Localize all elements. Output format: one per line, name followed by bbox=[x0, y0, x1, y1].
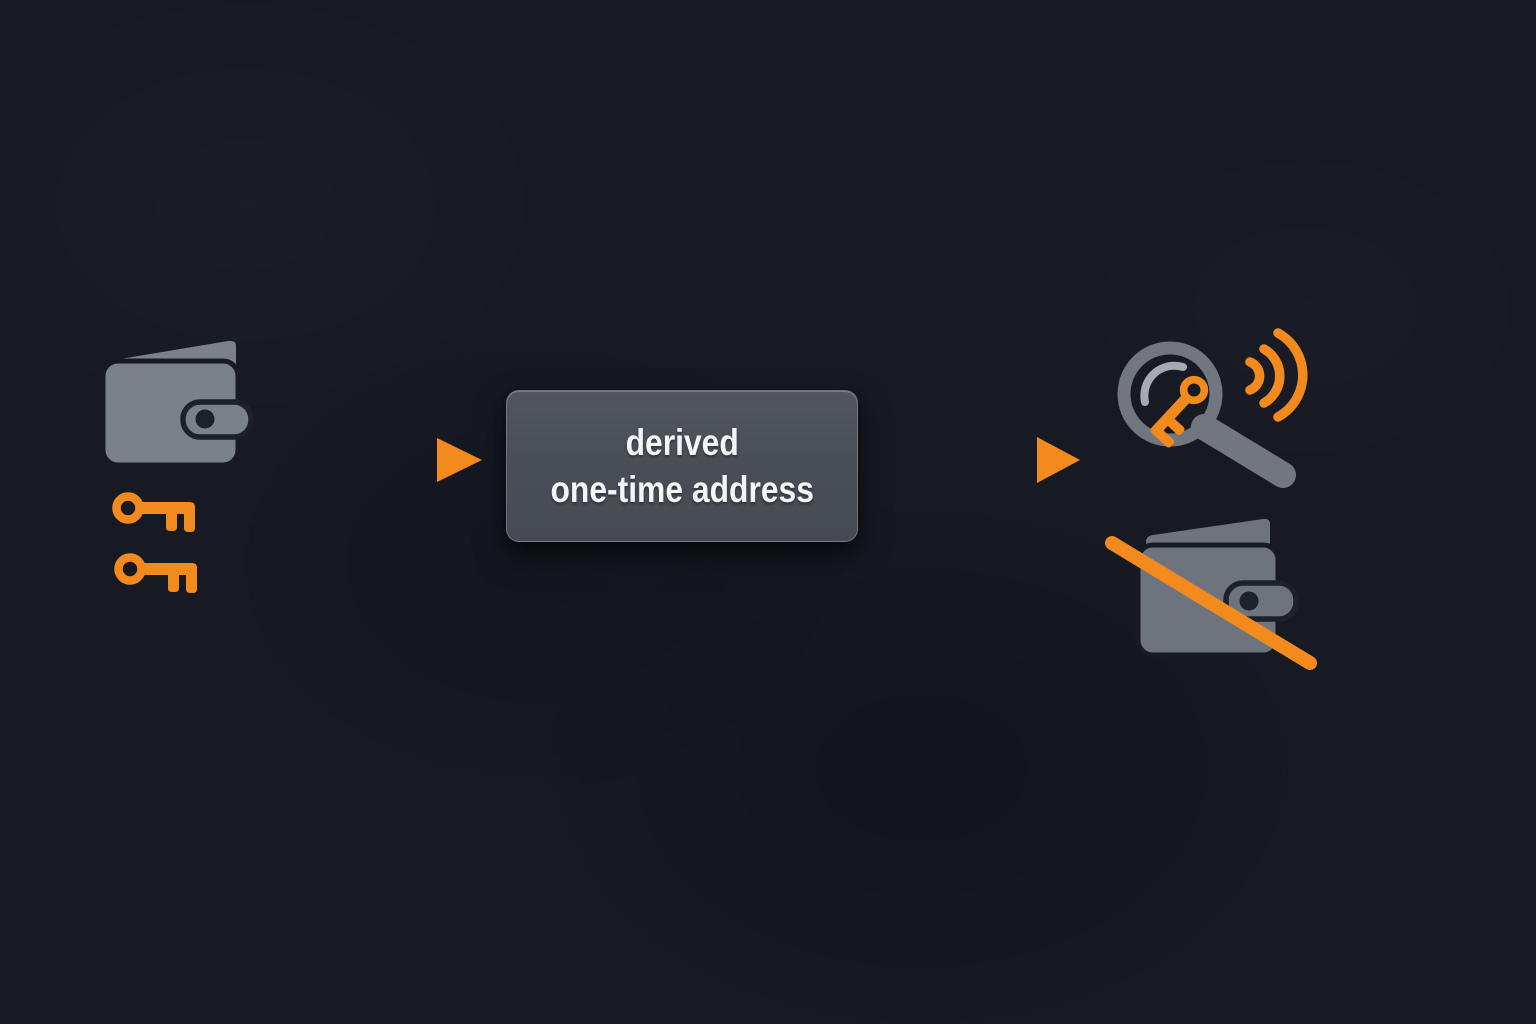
derived-address-box: derived one-time address bbox=[506, 390, 858, 542]
derived-address-line2: one-time address bbox=[550, 469, 814, 510]
derived-address-line1: derived bbox=[625, 422, 739, 463]
signal-waves-icon bbox=[1245, 328, 1308, 422]
solid-arrow bbox=[871, 437, 1080, 483]
key-in-lens-icon bbox=[1150, 375, 1209, 448]
derived-address-label: derived one-time address bbox=[550, 419, 813, 513]
crossed-wallet-icon bbox=[1105, 518, 1317, 670]
key-icon bbox=[112, 492, 195, 532]
dashed-arrow bbox=[278, 438, 482, 482]
slash-line bbox=[1105, 536, 1317, 670]
wallet-icon bbox=[100, 340, 254, 468]
key-icon bbox=[114, 553, 197, 593]
magnifier-key-signal-icon bbox=[1117, 328, 1308, 488]
